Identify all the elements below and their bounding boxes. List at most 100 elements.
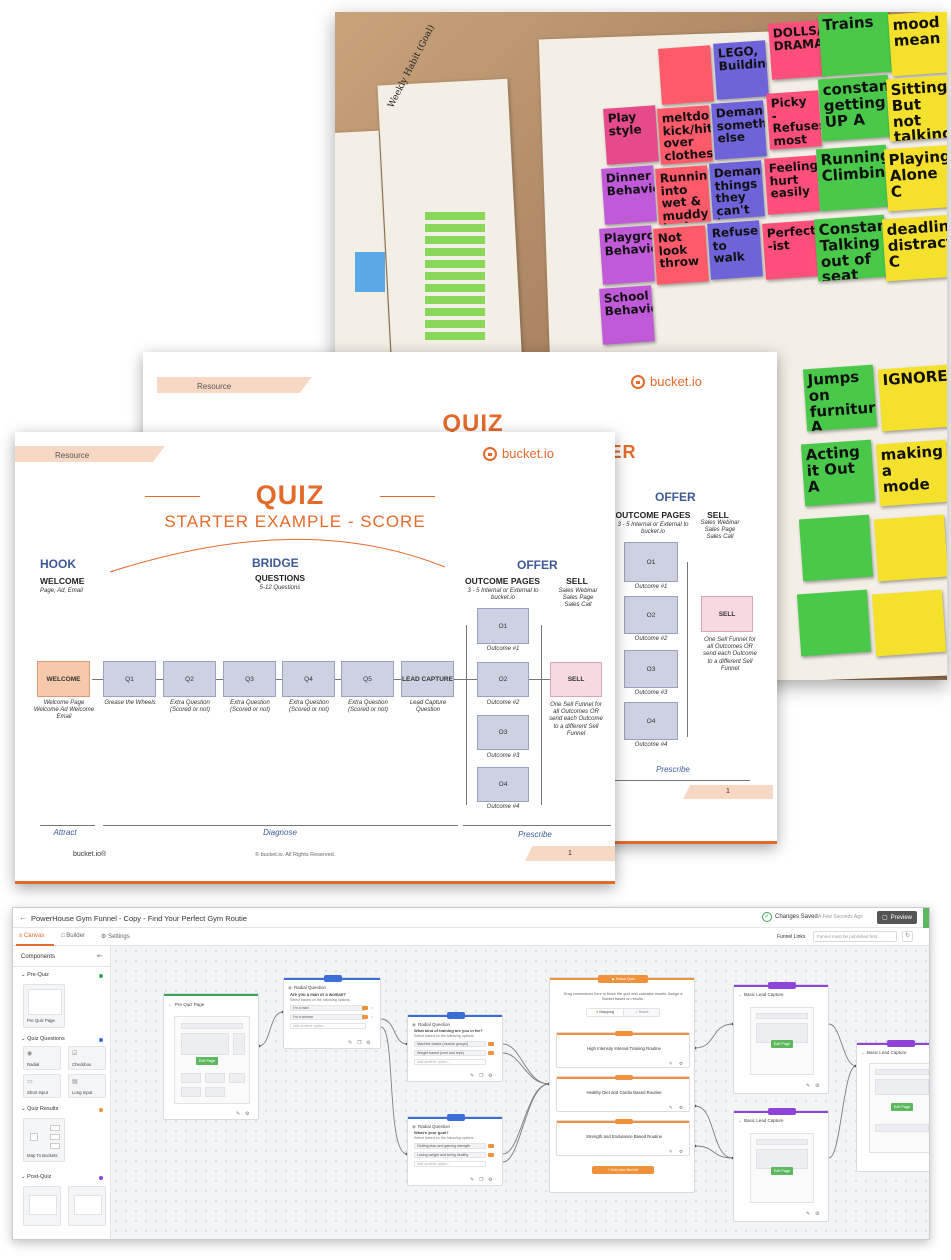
tab-settings[interactable]: ⚙ Settings: [101, 934, 130, 940]
settings-icon[interactable]: ⚙: [488, 1073, 493, 1079]
component-checkbox[interactable]: ☑ Checkbox: [68, 1046, 106, 1070]
note: [873, 514, 947, 582]
flow-box: LEAD CAPTURE: [401, 661, 454, 697]
edit-page-button[interactable]: Edit Page: [771, 1167, 793, 1175]
component-radial[interactable]: ◉ Radial: [23, 1046, 61, 1070]
section-post-quiz[interactable]: ⌄ Post-Quiz: [21, 1174, 52, 1180]
node-toggle-icon[interactable]: ⌄: [738, 992, 742, 997]
tab-builder[interactable]: □ Builder: [61, 933, 85, 939]
preview-button[interactable]: ▢Preview: [877, 911, 917, 924]
duplicate-icon[interactable]: ❐: [357, 1040, 362, 1046]
edit-page-button[interactable]: Edit Page: [891, 1103, 913, 1111]
score-badge[interactable]: [488, 1042, 494, 1046]
toggle-score[interactable]: ○ Score: [635, 1010, 649, 1014]
edit-icon[interactable]: ✎: [236, 1111, 241, 1117]
edit-icon[interactable]: ✎: [470, 1177, 475, 1183]
title-rule-right: [380, 496, 435, 497]
answer-option[interactable]: Machine based (muscle groups): [414, 1041, 486, 1047]
settings-icon[interactable]: ⚙: [679, 1061, 684, 1066]
edit-page-button[interactable]: Edit Page: [196, 1057, 218, 1065]
settings-icon[interactable]: ⚙: [815, 1083, 820, 1089]
outcome-label: Outcome #3: [486, 753, 520, 759]
edit-icon[interactable]: ✎: [348, 1040, 353, 1046]
add-option-input[interactable]: Add another option...: [414, 1059, 486, 1065]
bucket-card[interactable]: Strength and Endurance Based Routine ✎ ⚙: [556, 1119, 690, 1156]
funnel-links-input[interactable]: Funnel must be published first...: [813, 931, 897, 942]
settings-icon[interactable]: ⚙: [679, 1105, 684, 1110]
note: Perfection -ist: [762, 220, 818, 280]
duplicate-icon[interactable]: ❐: [479, 1177, 484, 1183]
add-option-input[interactable]: Add another option...: [414, 1161, 486, 1167]
component-pre-quiz-page[interactable]: Pre Quiz Page: [23, 984, 65, 1028]
component-long-input[interactable]: ▤ Long Input: [68, 1074, 106, 1098]
answer-option[interactable]: Getting lean and gaining strength: [414, 1143, 486, 1149]
settings-icon[interactable]: ⚙: [679, 1149, 684, 1154]
bucket-card[interactable]: Healthy Diet and Cardio Based Routine ✎ …: [556, 1075, 690, 1112]
note: Dinner Behavior: [601, 165, 657, 225]
node-toggle-icon[interactable]: ⌄: [738, 1118, 742, 1123]
radial-question-node-2[interactable]: ◉ Radial Question What kind of training …: [407, 1012, 503, 1082]
answer-option[interactable]: Losing weight and being healthy: [414, 1152, 486, 1158]
edit-icon[interactable]: ✎: [669, 1149, 673, 1154]
edit-icon[interactable]: ✎: [669, 1061, 673, 1066]
settings-icon[interactable]: ⚙: [245, 1111, 250, 1117]
edit-icon[interactable]: ✎: [669, 1105, 673, 1110]
node-toggle-icon[interactable]: ⌄: [168, 1002, 172, 1007]
component-map-to-buckets[interactable]: Map To Buckets: [23, 1118, 65, 1162]
answer-option[interactable]: Weight based (cost and reps): [414, 1050, 486, 1056]
score-badge[interactable]: [488, 1153, 494, 1157]
radial-question-node-3[interactable]: ◉ Radial Question What's your goal? Sele…: [407, 1114, 503, 1186]
add-option-input[interactable]: Add another option...: [290, 1023, 366, 1029]
funnel-canvas[interactable]: ⌄ Pre Quiz Page Edit Page ✎ ⚙ ◉ Radial Q…: [111, 946, 929, 1239]
copy-link-icon[interactable]: ↻: [902, 931, 913, 942]
connector-dot-icon[interactable]: ○: [371, 1005, 374, 1010]
add-bucket-button[interactable]: + Add new Bucket: [592, 1166, 654, 1174]
outcome-label: Outcome #3: [634, 690, 668, 696]
score-badge[interactable]: [488, 1144, 494, 1148]
note: [798, 514, 874, 582]
settings-icon[interactable]: ⚙: [815, 1211, 820, 1217]
edit-page-button[interactable]: Edit Page: [771, 1040, 793, 1048]
lead-capture-node-1[interactable]: ⌄ Basic Lead Capture Edit Page ✎ ⚙: [733, 982, 829, 1094]
quiz-questions-dot: [99, 1038, 103, 1042]
sell-box: SELL: [701, 596, 753, 632]
lead-capture-node-3[interactable]: ⌄ Basic Lead Capture Edit Page: [856, 1040, 929, 1172]
answer-option[interactable]: I'm a man: [290, 1005, 366, 1011]
quiz-results-node[interactable]: ⚑ Finish Quiz Drag connections here to f…: [549, 975, 695, 1193]
component-short-input[interactable]: ▭ Short Input: [23, 1074, 61, 1098]
collapse-sidebar-icon[interactable]: ⇤: [97, 953, 103, 960]
score-badge[interactable]: [362, 1015, 368, 1019]
component-post-quiz-2[interactable]: [68, 1186, 106, 1226]
settings-icon[interactable]: ⚙: [366, 1040, 371, 1046]
section-quiz-results[interactable]: ⌄ Quiz Results: [21, 1106, 59, 1112]
radial-question-node-1[interactable]: ◉ Radial Question Are you a man or a wom…: [283, 975, 381, 1049]
node-toggle-icon[interactable]: ⌄: [861, 1050, 865, 1055]
duplicate-icon[interactable]: ❐: [479, 1073, 484, 1079]
slide-bottom-bar: [15, 881, 615, 884]
node-number-badge: [768, 982, 796, 989]
score-badge[interactable]: [362, 1006, 368, 1010]
prequiz-page-node[interactable]: ⌄ Pre Quiz Page Edit Page ✎ ⚙: [163, 993, 259, 1120]
lead-capture-node-2[interactable]: ⌄ Basic Lead Capture Edit Page ✎ ⚙: [733, 1108, 829, 1222]
toggle-mapping[interactable]: ● Mapping: [587, 1009, 624, 1016]
note: Refuse to walk: [707, 220, 763, 280]
components-sidebar: Components ⇤ ⌄ Pre-Quiz Pre Quiz Page ⌄ …: [13, 946, 111, 1239]
section-pre-quiz[interactable]: ⌄ Pre-Quiz: [21, 972, 49, 978]
section-quiz-questions[interactable]: ⌄ Quiz Questions: [21, 1036, 65, 1042]
component-post-quiz-1[interactable]: [23, 1186, 61, 1226]
mapping-score-toggle[interactable]: ● Mapping ○ Score: [586, 1008, 660, 1017]
settings-icon[interactable]: ⚙: [488, 1177, 493, 1183]
edit-icon[interactable]: ✎: [806, 1211, 811, 1217]
edit-icon[interactable]: ✎: [806, 1083, 811, 1089]
edit-icon[interactable]: ✎: [470, 1073, 475, 1079]
bracket-right: [687, 562, 688, 737]
note: Sitting But not talking: [885, 74, 947, 142]
answer-option[interactable]: I'm a woman: [290, 1014, 366, 1020]
back-arrow-icon[interactable]: ←: [19, 913, 27, 922]
bucket-name: High Intensity Interval Training Routine: [587, 1046, 661, 1051]
connector-dot-icon[interactable]: ○: [371, 1014, 374, 1019]
score-badge[interactable]: [488, 1051, 494, 1055]
tab-canvas[interactable]: ≥ Canvas: [19, 933, 45, 939]
publish-button-edge[interactable]: [923, 908, 929, 928]
bucket-card[interactable]: High Intensity Interval Training Routine…: [556, 1031, 690, 1068]
